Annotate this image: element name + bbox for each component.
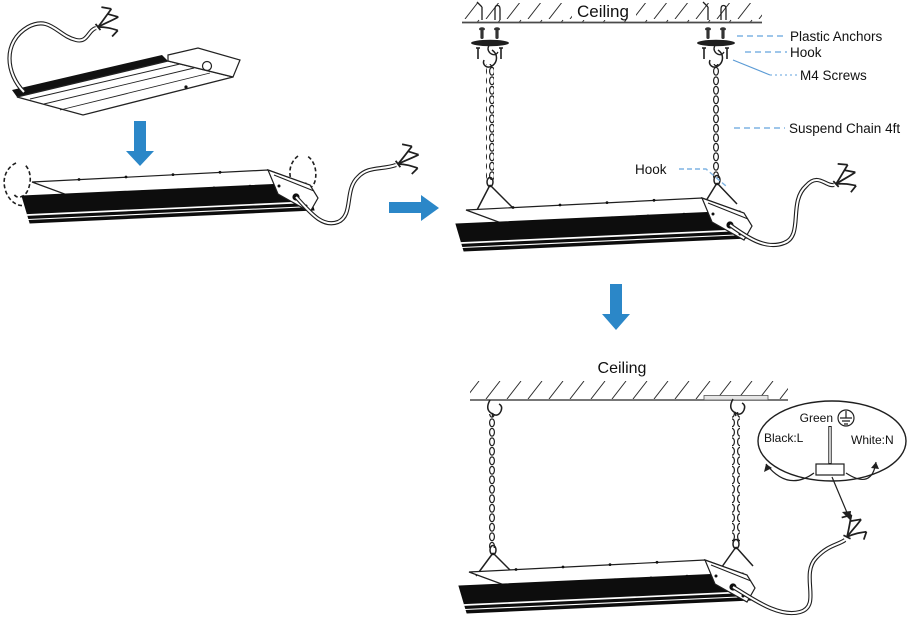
fixture-with-hooks (21, 169, 319, 224)
label-plastic-anchors: Plastic Anchors (790, 29, 883, 44)
stripped-wires-icon (390, 139, 425, 179)
power-cord-top-left (7, 1, 125, 94)
label-suspend-chain: Suspend Chain 4ft (789, 121, 900, 136)
suspend-chain-bottom-right (732, 412, 740, 542)
label-m4-screws: M4 Screws (800, 68, 867, 83)
ground-icon (837, 409, 855, 427)
power-cord-bottom (731, 507, 874, 616)
suspend-chain-right (713, 64, 721, 178)
label-white-neutral: White:N (851, 433, 894, 447)
label-hook-mid: Hook (635, 162, 667, 177)
stripped-wires-icon (826, 157, 864, 198)
label-green-wire: Green (800, 411, 833, 425)
ceiling-top: Ceiling (462, 0, 762, 24)
right-arrow-icon (389, 195, 439, 221)
suspended-fixture (455, 197, 753, 252)
label-black-live: Black:L (764, 431, 804, 445)
suspend-chain-bottom-left (489, 414, 497, 548)
pointer-arrow (831, 476, 851, 520)
label-hook-top: Hook (790, 45, 822, 60)
power-cord-top-right (728, 157, 864, 248)
ceiling-label-top: Ceiling (577, 2, 629, 21)
spread-wires (764, 461, 879, 482)
power-cord-mid-left (294, 139, 425, 226)
ceiling-bottom: Ceiling (470, 360, 788, 401)
stripped-wires-icon (89, 1, 125, 42)
fixture-top-view (12, 47, 241, 116)
suspend-chain-left (486, 64, 494, 180)
wiring-detail-callout: Green Black:L White:N (757, 400, 907, 520)
ceiling-label-bottom: Ceiling (598, 360, 647, 377)
leader-m4-screws-diagonal (732, 59, 771, 76)
installed-fixture (458, 559, 756, 614)
callouts: Plastic Anchors Hook M4 Screws Suspend C… (635, 29, 900, 187)
down-arrow-icon (602, 284, 630, 330)
down-arrow-icon (126, 121, 154, 166)
leader-hook-mid (679, 168, 727, 187)
